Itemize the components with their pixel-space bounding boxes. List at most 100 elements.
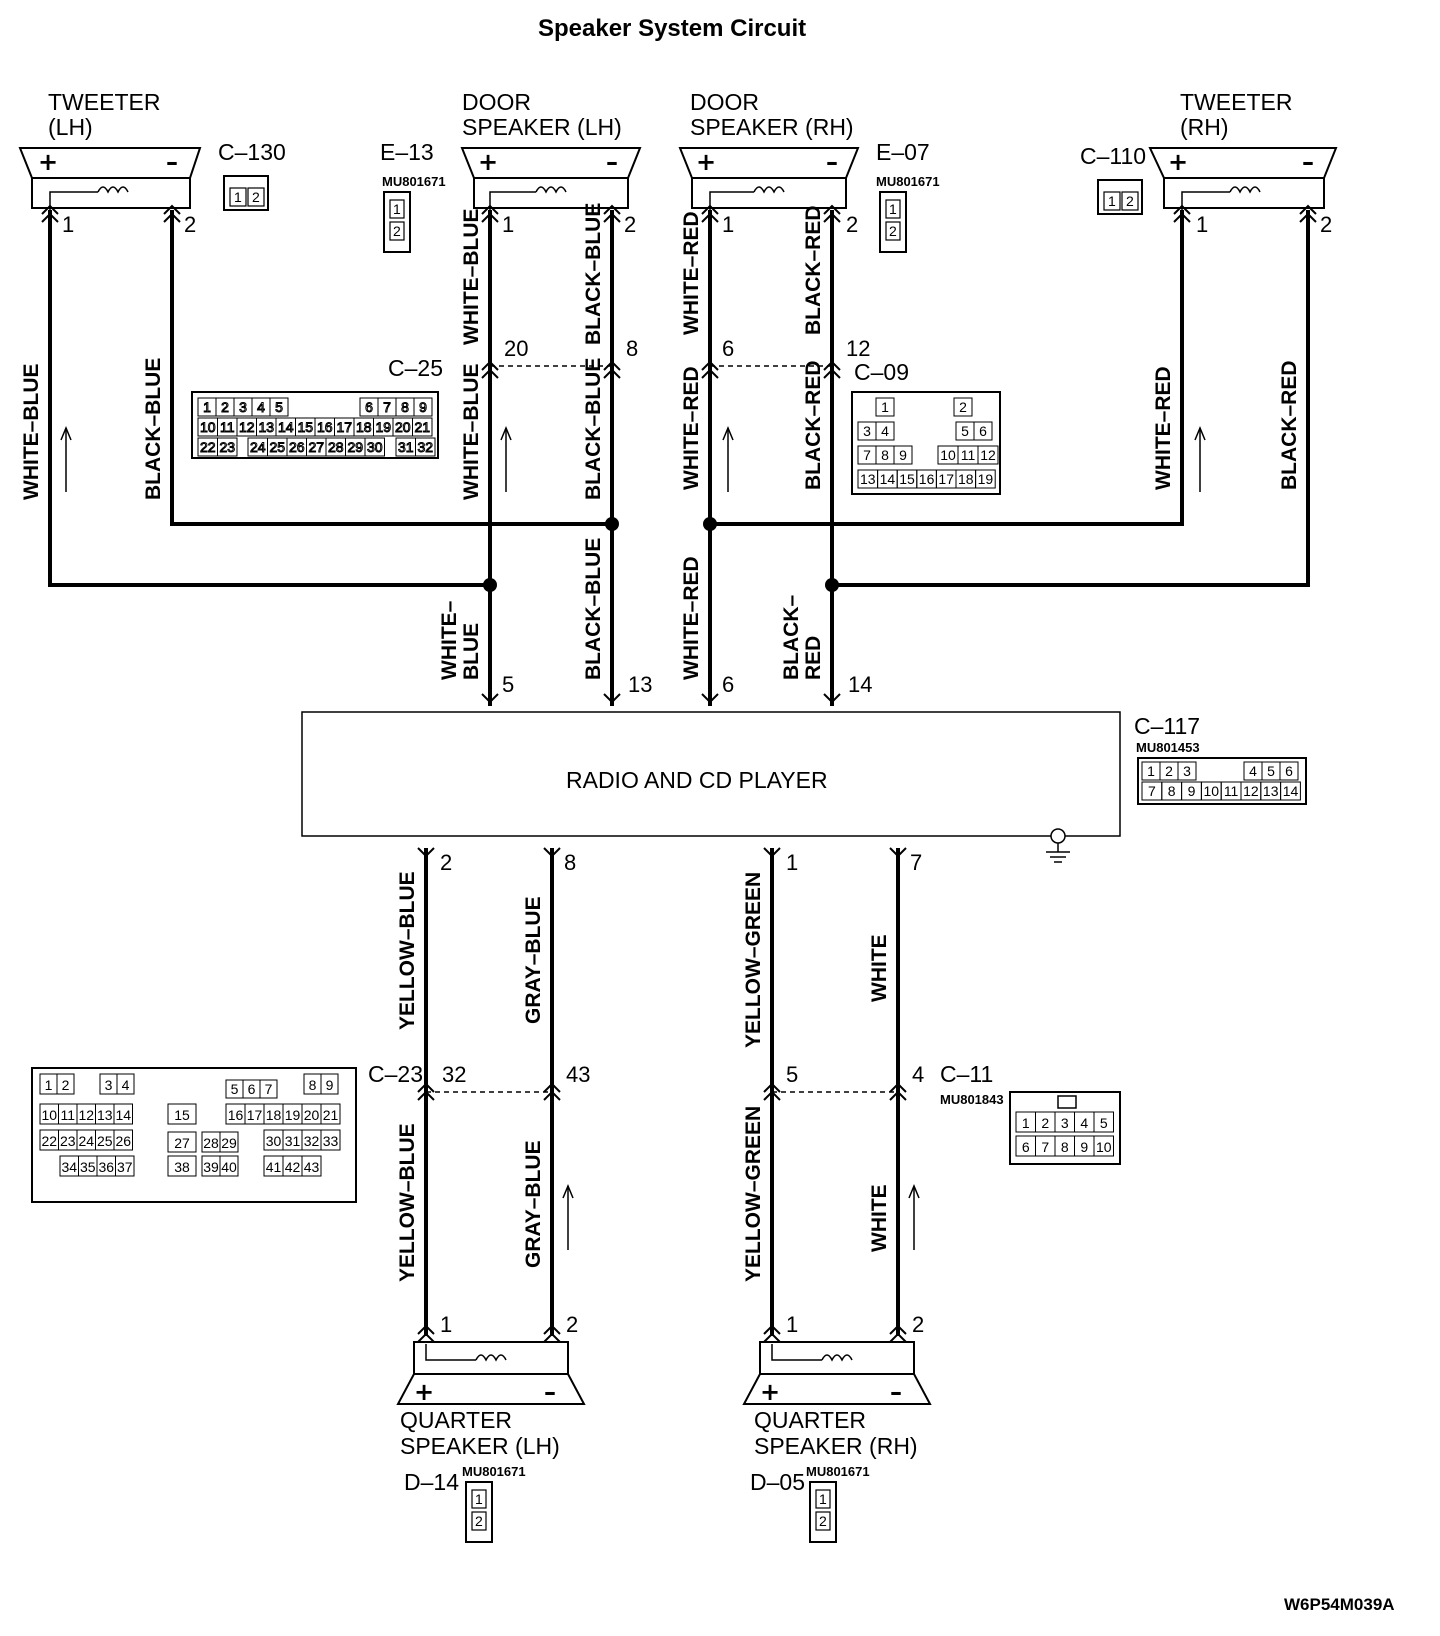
connector-id: D–05 [750,1469,805,1495]
coil-icon [535,186,567,194]
connector-cell-label: 13 [258,419,274,435]
svg-text:(RH): (RH) [1180,114,1229,140]
pin-terminal-marks [41,204,1317,704]
connector-face [1097,179,1143,215]
connector-cell-label: 20 [304,1107,320,1123]
radio-body [301,711,1121,837]
svg-text:–: – [890,1378,902,1406]
connector-cell [259,1079,278,1099]
connector-face [809,1481,837,1543]
connector-cell [217,437,238,457]
connector-cell [1093,1111,1114,1133]
connector-cell-label: 9 [899,447,907,463]
connector-cell-label: 14 [880,471,896,487]
coil-icon [1229,186,1261,194]
connector-cell [364,437,385,457]
connector-cell [269,397,289,417]
svg-text:+: + [478,148,498,176]
svg-text:GRAY–BLUE: GRAY–BLUE [522,896,545,1024]
connector-cell-label: 23 [219,439,235,455]
connector-cell-label: 21 [323,1107,339,1123]
pin-terminal-marks-lower [417,847,907,1343]
connector-cell-label: 13 [860,471,876,487]
connector-cell-label: 30 [266,1133,282,1149]
connector-cell-label: 18 [958,471,974,487]
connector-cell-label: 2 [1165,763,1173,779]
connector-cell-label: 15 [174,1107,190,1123]
svg-text:5: 5 [786,1062,798,1087]
connector-face [465,1481,493,1543]
quarter-speaker-lh: 1 2 + – QUARTER SPEAKER (LH) D–14 MU8016… [396,1312,586,1543]
svg-text:1: 1 [393,201,401,217]
door-speaker-lh: DOOR SPEAKER (LH) + – 1 2 E–13 MU801671 … [380,89,642,253]
connector-cell [1279,761,1299,781]
connector-cell-label: 32 [417,439,433,455]
connector-cell-label: 28 [203,1135,219,1151]
part-number: MU801671 [462,1464,526,1479]
connector-face [223,175,269,211]
connector-cell-label: 2 [959,399,967,415]
upper-wiring [48,210,1310,706]
connector-id: C–130 [218,139,286,165]
connector-cell [953,397,973,417]
tweeter-lh: TWEETER (LH) + – 1 2 C–130 1 2 [18,89,286,237]
connector-cell-label: 12 [1243,783,1259,799]
connector-cell-label: 1 [45,1077,53,1093]
connector-cell-label: 33 [323,1133,339,1149]
splice-points [483,517,839,592]
connector-cell-label: 9 [326,1077,334,1093]
svg-text:12: 12 [846,336,870,361]
connector-cell-label: 27 [308,439,324,455]
svg-text:WHITE–BLUE: WHITE–BLUE [460,209,483,346]
svg-text:1: 1 [889,201,897,217]
connector-cell-label: 16 [919,471,935,487]
connector-cell-label: 10 [200,419,216,435]
connector-cell-label: 6 [979,423,987,439]
connector-cell [167,1103,197,1125]
tweeter-rh: TWEETER (RH) + – 1 2 C–110 1 2 [1080,89,1338,237]
connector-cell-label: 11 [60,1107,75,1123]
connector-cell-label: 21 [414,419,430,435]
connector-cell-label: 17 [336,419,352,435]
svg-text:20: 20 [504,336,528,361]
connector-cell-label: 14 [278,419,294,435]
svg-text:1: 1 [1196,212,1208,237]
svg-text:13: 13 [628,672,652,697]
connector-cell-label: 16 [317,419,333,435]
svg-text:2: 2 [1126,193,1134,209]
connector-cell [167,1131,197,1153]
connector-cell [219,1131,239,1153]
connector-cell-label: 23 [60,1133,76,1149]
svg-text:YELLOW–BLUE: YELLOW–BLUE [396,871,419,1030]
connector-cell-label: 14 [115,1107,131,1123]
connector-cell-label: 8 [309,1077,317,1093]
connector-cell [113,1103,133,1125]
connector-cell-label: 3 [239,399,247,415]
ground-icon [1046,828,1070,863]
svg-text:5: 5 [502,672,514,697]
connector-cell-label: 9 [419,399,427,415]
connector-cell [1093,1135,1114,1157]
svg-text:SPEAKER (RH): SPEAKER (RH) [690,114,854,140]
svg-text:2: 2 [475,1513,483,1529]
svg-text:GRAY–BLUE: GRAY–BLUE [522,1140,545,1268]
connector-cell-label: 1 [881,399,889,415]
connector-cell-label: 26 [289,439,305,455]
connector-cell-label: 18 [356,419,372,435]
connector-cell-label: 7 [383,399,391,415]
svg-text:4: 4 [912,1062,924,1087]
connector-cell-label: 9 [1188,783,1196,799]
svg-text:RED: RED [802,636,825,680]
connector-cell-label: 36 [98,1159,114,1175]
part-number: MU801671 [876,174,940,189]
connector-cell-label: 38 [174,1159,190,1175]
svg-text:1: 1 [502,212,514,237]
connector-cell [167,1155,197,1177]
figure-code: W6P54M039A [1284,1595,1395,1614]
connector-face [879,191,907,253]
svg-text:WHITE–RED: WHITE–RED [680,366,703,490]
svg-text:+: + [760,1378,780,1406]
